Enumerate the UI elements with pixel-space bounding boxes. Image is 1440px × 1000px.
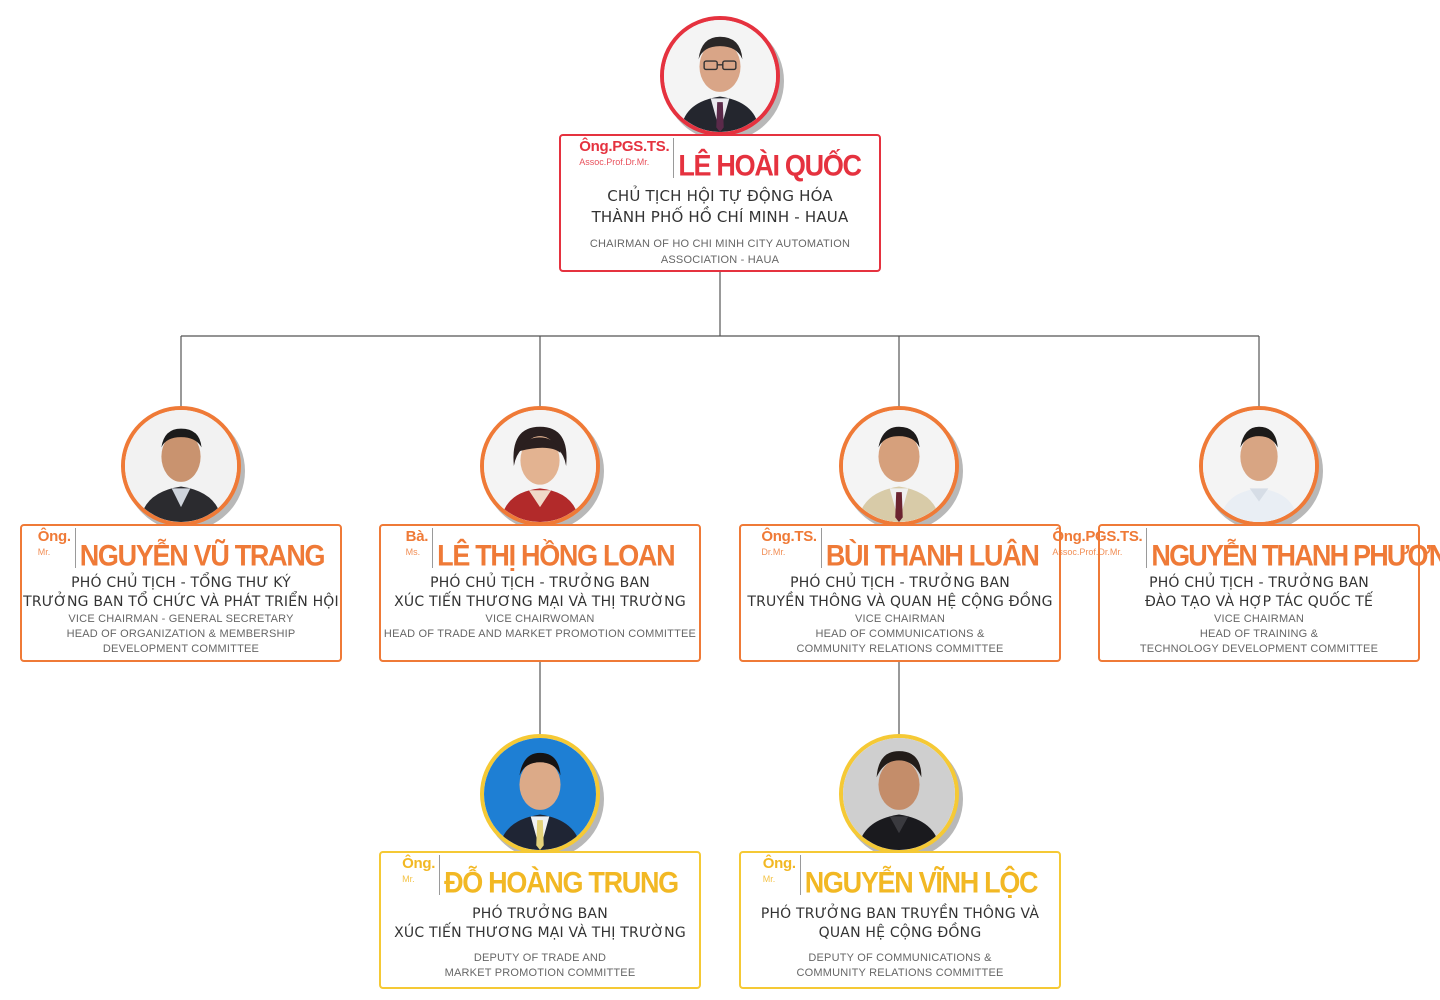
chairman-card: Ông.PGS.TS. Assoc.Prof.Dr.Mr. LÊ HOÀI QU…: [559, 134, 881, 272]
portrait-icon: [1203, 410, 1315, 522]
name-row: Ông.PGS.TS. Assoc.Prof.Dr.Mr. NGUYỄN THA…: [1052, 526, 1440, 572]
person-name: LÊ HOÀI QUỐC: [678, 149, 862, 183]
honorific-en: Mr.: [762, 874, 776, 884]
honorific-vn: Ông.: [402, 855, 436, 872]
name-row: Ông. Mr. NGUYỄN VĨNH LỘC: [741, 853, 1059, 899]
honorific-block: Ông.PGS.TS. Assoc.Prof.Dr.Mr.: [579, 138, 675, 178]
role-en-line: VICE CHAIRMAN: [855, 613, 945, 625]
honorific-block: Ông. Mr.: [763, 855, 801, 895]
honorific-vn: Ông.: [762, 855, 796, 872]
honorific-block: Ông. Mr.: [38, 528, 76, 568]
role-en-line: MARKET PROMOTION COMMITTEE: [444, 967, 636, 979]
role-en-line: HEAD OF COMMUNICATIONS &: [815, 628, 985, 640]
vice-card-4: Ông.PGS.TS. Assoc.Prof.Dr.Mr. NGUYỄN THA…: [1052, 524, 1440, 662]
vice-avatar-2: [480, 406, 600, 526]
portrait-icon: [843, 410, 955, 522]
role-en-line: DEPUTY OF COMMUNICATIONS &: [808, 952, 992, 964]
name-row: Ông. Mr. ĐỖ HOÀNG TRUNG: [381, 853, 699, 899]
role-en-line: COMMUNITY RELATIONS COMMITTEE: [796, 643, 1004, 655]
person-name: NGUYỄN VĨNH LỘC: [804, 866, 1039, 900]
person-name: ĐỖ HOÀNG TRUNG: [444, 866, 679, 900]
vice-avatar-1: [121, 406, 241, 526]
honorific-block: Ông.TS. Dr.Mr.: [761, 528, 822, 568]
role-en-line: DEVELOPMENT COMMITTEE: [102, 643, 260, 655]
role-vn-line: TRƯỞNG BAN TỔ CHỨC VÀ PHÁT TRIỂN HỘI: [23, 594, 339, 610]
honorific-block: Bà. Ms.: [405, 528, 434, 568]
honorific-en: Assoc.Prof.Dr.Mr.: [1052, 547, 1123, 557]
person-name: NGUYỄN THANH PHƯƠNG: [1151, 539, 1440, 573]
role-en-line: ASSOCIATION - HAUA: [660, 254, 780, 266]
portrait-icon: [484, 738, 596, 850]
portrait-icon: [664, 20, 776, 132]
chairman-avatar: [660, 16, 780, 136]
vice-avatar-4: [1199, 406, 1319, 526]
honorific-vn: Ông.: [37, 528, 71, 545]
honorific-en: Assoc.Prof.Dr.Mr.: [579, 157, 650, 167]
portrait-icon: [125, 410, 237, 522]
role-vn-line: XÚC TIẾN THƯƠNG MẠI VÀ THỊ TRƯỜNG: [394, 594, 686, 610]
person-name: BÙI THANH LUÂN: [825, 539, 1040, 573]
deputy-card-2: Ông. Mr. NGUYỄN VĨNH LỘC PHÓ TRƯỞNG BAN …: [739, 851, 1061, 989]
role-vn-line: THÀNH PHỐ HỒ CHÍ MINH - HAUA: [591, 208, 849, 226]
role-vn-line: QUAN HỆ CỘNG ĐỒNG: [818, 925, 982, 941]
name-row: Bà. Ms. LÊ THỊ HỒNG LOAN: [381, 526, 699, 572]
role-en-line: VICE CHAIRWOMAN: [485, 613, 595, 625]
name-row: Ông.TS. Dr.Mr. BÙI THANH LUÂN: [741, 526, 1059, 572]
honorific-en: Mr.: [402, 874, 415, 884]
honorific-vn: Ông.PGS.TS.: [1052, 528, 1143, 545]
role-en-line: VICE CHAIRMAN - GENERAL SECRETARY: [68, 613, 294, 625]
deputy-avatar-2: [839, 734, 959, 854]
role-vn-line: PHÓ TRƯỞNG BAN TRUYỀN THÔNG VÀ: [760, 906, 1040, 922]
deputy-card-1: Ông. Mr. ĐỖ HOÀNG TRUNG PHÓ TRƯỞNG BAN X…: [379, 851, 701, 989]
honorific-vn: Bà.: [405, 528, 429, 545]
honorific-block: Ông. Mr.: [402, 855, 441, 895]
role-vn-line: TRUYỀN THÔNG VÀ QUAN HỆ CỘNG ĐỒNG: [747, 594, 1053, 610]
role-en-line: DEPUTY OF TRADE AND: [473, 952, 607, 964]
role-en-line: TECHNOLOGY DEVELOPMENT COMMITTEE: [1139, 643, 1379, 655]
honorific-en: Mr.: [37, 547, 51, 557]
name-row: Ông.PGS.TS. Assoc.Prof.Dr.Mr. LÊ HOÀI QU…: [561, 136, 879, 182]
role-en-line: VICE CHAIRMAN: [1214, 613, 1304, 625]
role-en-line: COMMUNITY RELATIONS COMMITTEE: [796, 967, 1004, 979]
portrait-icon: [484, 410, 596, 522]
role-vn-line: PHÓ CHỦ TỊCH - TRƯỞNG BAN: [430, 575, 650, 591]
role-en-line: HEAD OF ORGANIZATION & MEMBERSHIP: [66, 628, 296, 640]
role-en-line: CHAIRMAN OF HO CHI MINH CITY AUTOMATION: [589, 238, 851, 250]
deputy-avatar-1: [480, 734, 600, 854]
role-vn-line: CHỦ TỊCH HỘI TỰ ĐỘNG HÓA: [607, 187, 833, 205]
person-name: NGUYỄN VŨ TRANG: [79, 539, 326, 573]
name-row: Ông. Mr. NGUYỄN VŨ TRANG: [22, 526, 340, 572]
vice-avatar-3: [839, 406, 959, 526]
portrait-icon: [843, 738, 955, 850]
vice-card-1: Ông. Mr. NGUYỄN VŨ TRANG PHÓ CHỦ TỊCH - …: [20, 524, 342, 662]
honorific-block: Ông.PGS.TS. Assoc.Prof.Dr.Mr.: [1052, 528, 1148, 568]
honorific-vn: Ông.PGS.TS.: [579, 138, 670, 155]
honorific-vn: Ông.TS.: [761, 528, 817, 545]
person-name: LÊ THỊ HỒNG LOAN: [437, 539, 676, 573]
role-vn-line: PHÓ TRƯỞNG BAN: [472, 906, 608, 922]
role-en-line: HEAD OF TRAINING &: [1199, 628, 1319, 640]
vice-card-2: Bà. Ms. LÊ THỊ HỒNG LOAN PHÓ CHỦ TỊCH - …: [379, 524, 701, 662]
vice-card-3: Ông.TS. Dr.Mr. BÙI THANH LUÂN PHÓ CHỦ TỊ…: [739, 524, 1061, 662]
role-vn-line: PHÓ CHỦ TỊCH - TRƯỞNG BAN: [790, 575, 1010, 591]
role-vn-line: PHÓ CHỦ TỊCH - TRƯỞNG BAN: [1149, 575, 1369, 591]
role-vn-line: ĐÀO TẠO VÀ HỢP TÁC QUỐC TẾ: [1144, 594, 1374, 610]
role-vn-line: XÚC TIẾN THƯƠNG MẠI VÀ THỊ TRƯỜNG: [394, 925, 686, 941]
role-en-line: HEAD OF TRADE AND MARKET PROMOTION COMMI…: [383, 628, 697, 640]
honorific-en: Dr.Mr.: [761, 547, 786, 557]
role-vn-line: PHÓ CHỦ TỊCH - TỔNG THƯ KÝ: [71, 575, 291, 591]
honorific-en: Ms.: [405, 547, 421, 557]
